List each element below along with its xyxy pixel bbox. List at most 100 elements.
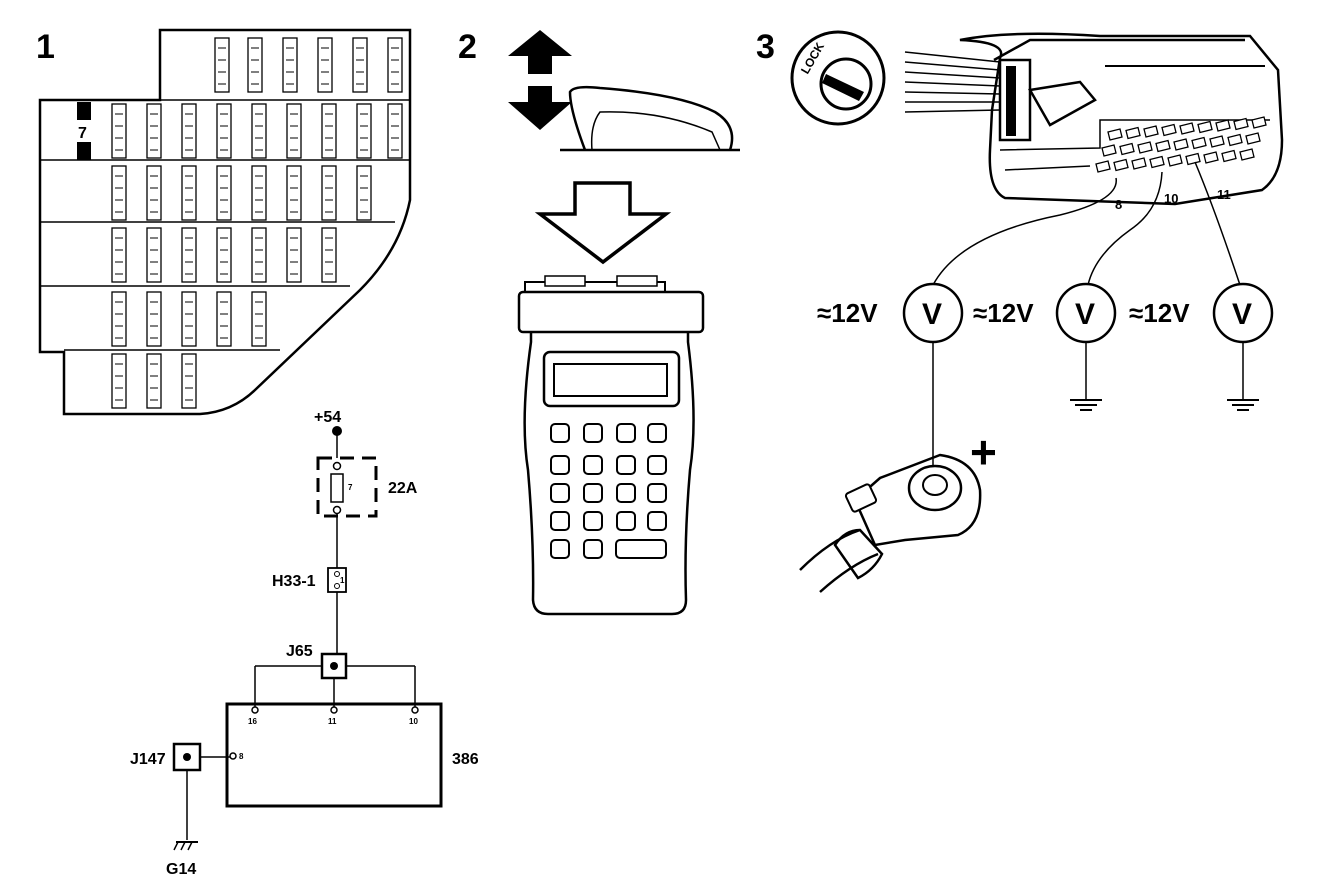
scan-tool-key (550, 511, 570, 531)
ecu-pin-cavity (1119, 142, 1135, 156)
up-arrow-icon (508, 30, 572, 74)
probe-wires (932, 161, 1241, 286)
splice-j65-label: J65 (286, 643, 313, 660)
ecu-pin-10: 10 (1164, 191, 1178, 206)
pin-8: 8 (239, 752, 244, 761)
voltmeter-1-symbol: V (922, 298, 942, 331)
fuse-holder (316, 456, 378, 518)
fuse-slots (111, 37, 403, 409)
ignition-lock-icon: LOCK (790, 30, 886, 126)
scan-tool-wide-key (615, 539, 667, 559)
fuse-slot (216, 227, 232, 283)
fuse-slot (216, 291, 232, 347)
fuse-7-marker-bottom (77, 142, 91, 160)
ecu-pin-cavity (1197, 120, 1213, 134)
ground-icon (1227, 399, 1259, 411)
ecu-pin-cavity (1245, 132, 1261, 145)
fuse-slot (387, 103, 403, 159)
ecu-pin-cavity (1167, 154, 1183, 167)
scan-tool-key (550, 483, 570, 503)
ecu-pin-grid (1095, 116, 1267, 173)
down-arrow-icon (508, 86, 572, 130)
ecu-pin-cavity (1221, 149, 1237, 163)
ecu-pin-11: 11 (1217, 187, 1231, 202)
ecu-pin-cavity (1185, 152, 1201, 166)
fuse-slot (251, 165, 267, 221)
ecu-pin-cavity (1215, 119, 1231, 132)
fuse-number: 7 (348, 483, 353, 492)
fuse-slot (321, 165, 337, 221)
ecu-pin-cavity (1239, 148, 1255, 161)
voltmeter-3-reading: ≈12V (1129, 298, 1190, 328)
fuse-slot (286, 165, 302, 221)
ecu-pin-cavity (1179, 122, 1195, 135)
pin-16: 16 (248, 717, 257, 726)
scan-tool-key (583, 539, 603, 559)
scan-tool-key (583, 455, 603, 475)
scan-tool-key (550, 455, 570, 475)
ground-symbol-g14 (173, 841, 198, 851)
fuse-slot (111, 165, 127, 221)
scan-tool-key (550, 539, 570, 559)
fuse-slot (286, 227, 302, 283)
scan-tool-device (517, 275, 705, 616)
ecu-pin-cavity (1149, 155, 1165, 169)
ecu-pin-cavity (1233, 117, 1249, 131)
fuse-slot (352, 37, 368, 93)
fuse-slot (216, 165, 232, 221)
voltmeter-3: V ≈12V (1129, 282, 1274, 411)
ecu-pin-8: 8 (1115, 197, 1122, 212)
fuse-slot (321, 103, 337, 159)
module-label: 386 (452, 751, 479, 768)
fuse-slot (146, 165, 162, 221)
scan-tool-key (583, 483, 603, 503)
fuse-slot (146, 227, 162, 283)
connector-pin: 1 (340, 576, 345, 585)
scan-tool-key (550, 423, 570, 443)
module-386 (225, 702, 443, 808)
fuse-slot (181, 165, 197, 221)
fuse-slot (146, 291, 162, 347)
fuse-slot (247, 37, 263, 93)
keypad (550, 423, 667, 559)
fuse-slot (251, 291, 267, 347)
scan-tool-key (616, 423, 636, 443)
fuse-slot (111, 291, 127, 347)
ecu-pin-cavity (1251, 116, 1267, 129)
step-number-3: 3 (756, 28, 775, 66)
ecu-pin-cavity (1161, 123, 1177, 137)
scan-tool-key (583, 423, 603, 443)
voltmeter-2-symbol: V (1075, 298, 1095, 331)
pin-10: 10 (409, 717, 418, 726)
scan-tool-key (583, 511, 603, 531)
fuse-7-marker-top (77, 102, 91, 120)
fuse-slot (146, 103, 162, 159)
fuse-slot (317, 37, 333, 93)
fuse-slot (216, 103, 232, 159)
fuse-slot (251, 103, 267, 159)
fuse-slot (282, 37, 298, 93)
step-number-2: 2 (458, 28, 477, 66)
scan-tool-key (647, 455, 667, 475)
ecu-pin-cavity (1203, 151, 1219, 164)
step-number-1: 1 (36, 28, 55, 66)
scan-tool-key (647, 511, 667, 531)
ecu-pin-cavity (1227, 133, 1243, 147)
fuse-slot (111, 353, 127, 409)
voltmeter-2-reading: ≈12V (973, 298, 1034, 328)
fuse-symbol (330, 473, 344, 503)
voltmeter-3-symbol: V (1232, 298, 1252, 331)
voltmeter-1: V ≈12V (817, 282, 964, 478)
fuse-slot (111, 227, 127, 283)
scan-tool-key (616, 483, 636, 503)
voltmeter-1-reading: ≈12V (817, 298, 878, 328)
pin-11: 11 (328, 717, 337, 726)
ecu-pin-cavity (1125, 126, 1141, 140)
circuit-diagram: +54 7 22A 1 H33-1 J65 16 11 10 8 (130, 409, 479, 878)
scan-tool-key (616, 455, 636, 475)
fuse-slot (181, 291, 197, 347)
fuse-slot (321, 227, 337, 283)
ecu-pin-cavity (1131, 157, 1147, 170)
splice-j147-label: J147 (130, 751, 166, 768)
